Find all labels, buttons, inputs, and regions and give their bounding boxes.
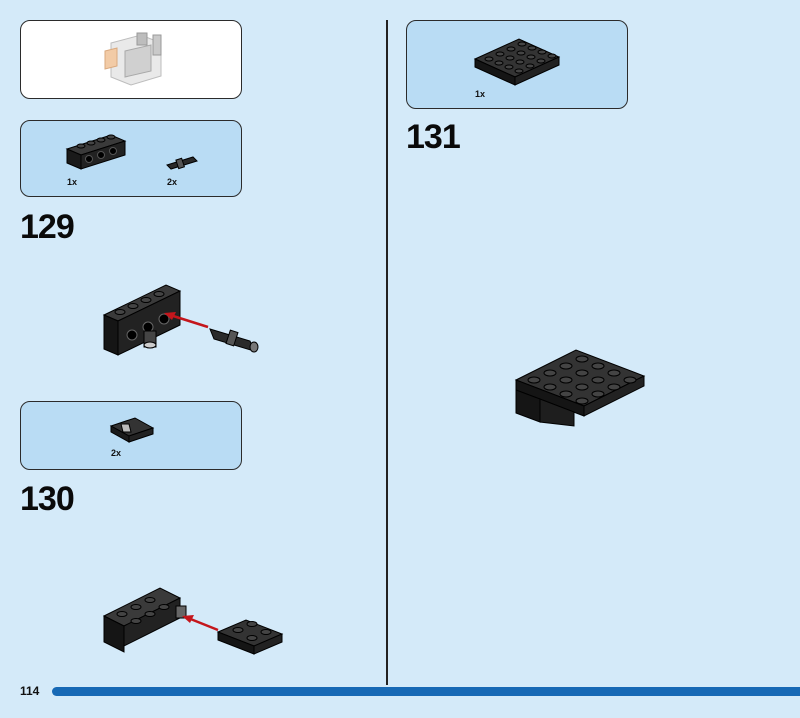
part-qty: 1x	[475, 89, 486, 99]
step-129-assembly	[102, 284, 259, 356]
part-qty: 2x	[167, 177, 178, 187]
column-divider	[386, 20, 388, 685]
step-number: 131	[406, 118, 461, 156]
step-number: 130	[20, 480, 75, 518]
step-131-assembly	[514, 349, 646, 427]
step-number: 129	[20, 208, 75, 246]
progress-bar	[52, 687, 800, 696]
submodel-callout	[20, 20, 242, 99]
step-130-assembly	[102, 587, 284, 655]
technic-pin-icon	[166, 156, 198, 170]
submodel-preview-icon	[104, 32, 162, 86]
parts-list-step-131: 1x	[406, 20, 628, 109]
technic-brick-icon	[65, 134, 127, 170]
plate-icon	[109, 417, 155, 443]
part-qty: 1x	[67, 177, 78, 187]
plate-4x4-icon	[473, 38, 561, 86]
parts-list-step-129: 1x 2x	[20, 120, 242, 197]
page-number: 114	[20, 684, 40, 698]
part-qty: 2x	[111, 448, 122, 458]
parts-list-step-130: 2x	[20, 401, 242, 470]
